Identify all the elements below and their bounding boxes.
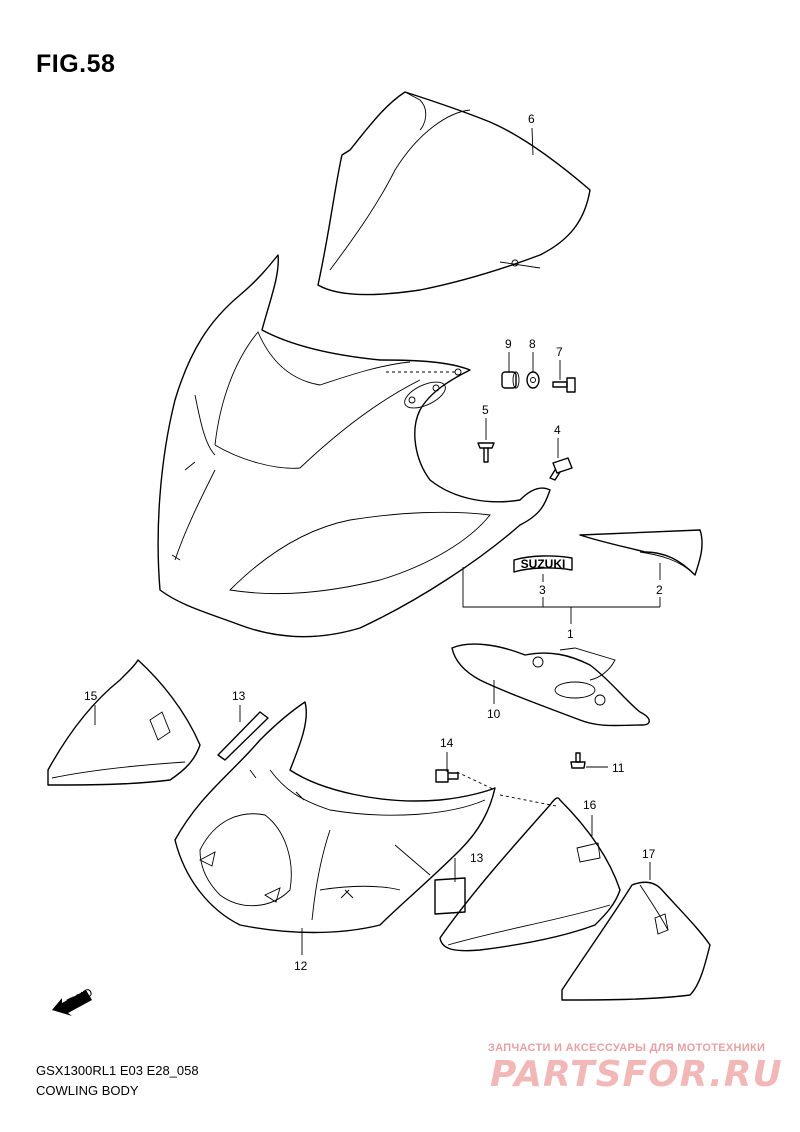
callout-4: 4 [554,423,561,437]
part-16-right-panel[interactable] [439,797,621,952]
callout-12: 12 [294,959,308,973]
callout-8: 8 [529,337,536,351]
watermark-logo: PARTSFOR.RU [490,1054,783,1095]
part-9-grommet[interactable] [501,371,520,389]
callout-14: 14 [440,736,454,750]
callout-2: 2 [656,583,663,597]
part-14-bolt[interactable] [435,769,459,783]
callout-13-upper: 13 [232,689,246,703]
part-17-side-piece[interactable] [561,881,711,1001]
callout-10: 10 [487,707,501,721]
part-13-decal-lower[interactable] [434,877,466,915]
part-11-screw[interactable] [570,752,586,769]
callout-6: 6 [528,112,535,126]
part-7-screw[interactable] [552,377,576,393]
part-2-trim[interactable] [579,529,703,576]
part-12-under-cowling[interactable] [174,701,496,934]
watermark-tagline: ЗАПЧАСТИ И АКСЕССУАРЫ ДЛЯ МОТОТЕХНИКИ [488,1042,766,1054]
part-1-cowling-body[interactable] [157,254,551,638]
callout-5: 5 [482,403,489,417]
callout-3: 3 [539,583,546,597]
callout-labels: 6 9 8 7 5 4 3 2 1 10 11 14 15 13 13 12 1… [84,112,663,973]
callout-11: 11 [612,761,625,775]
callout-7: 7 [556,345,563,359]
callout-16: 16 [583,798,597,812]
emblem-text: SUZUKI [521,557,566,571]
figure-title: FIG.58 [36,50,116,78]
fwd-arrow-icon: FWD [52,985,95,1016]
callout-13-lower: 13 [470,851,484,865]
part-15-left-panel[interactable] [47,659,201,786]
callout-1: 1 [567,627,574,641]
part-6-windscreen[interactable] [317,91,591,296]
part-5-screw[interactable] [477,442,495,463]
model-code: GSX1300RL1 E03 E28_058 [36,1063,199,1078]
part-3-emblem[interactable]: SUZUKI [513,555,573,573]
callout-15: 15 [84,689,98,703]
leader-lines [94,127,661,955]
part-4-bolt[interactable] [549,457,573,481]
callout-9: 9 [505,337,512,351]
part-10-inner-cover[interactable] [451,643,650,727]
part-8-washer[interactable] [526,371,540,389]
callout-17: 17 [642,847,656,861]
section-name: COWLING BODY [36,1083,139,1098]
part-13-decal-upper[interactable] [217,711,269,761]
